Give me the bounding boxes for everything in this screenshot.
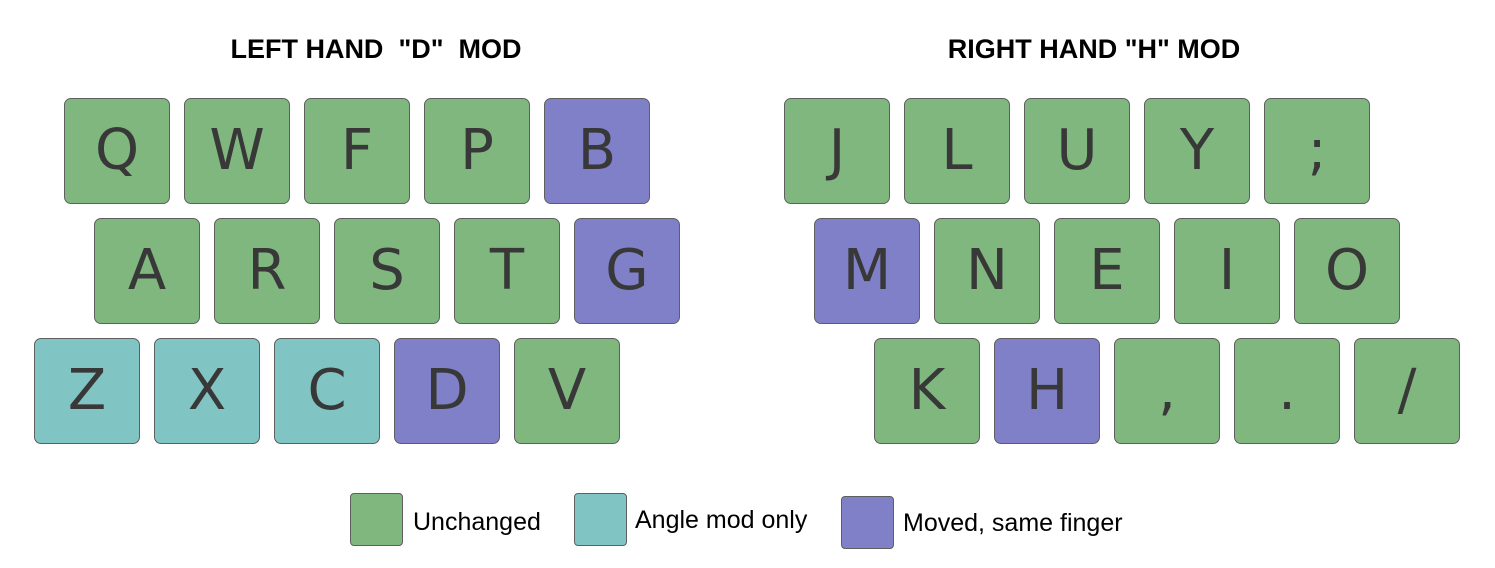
legend-swatch-angle-mod-only (574, 493, 627, 546)
key-w: W (184, 98, 290, 204)
key-d: D (394, 338, 500, 444)
key-b: B (544, 98, 650, 204)
key-s: S (334, 218, 440, 324)
key-e: E (1054, 218, 1160, 324)
key-comma: , (1114, 338, 1220, 444)
key-c: C (274, 338, 380, 444)
legend-swatch-unchanged (350, 493, 403, 546)
key-o: O (1294, 218, 1400, 324)
key-i: I (1174, 218, 1280, 324)
legend-label-moved-same-finger: Moved, same finger (903, 509, 1123, 537)
key-j: J (784, 98, 890, 204)
key-slash: / (1354, 338, 1460, 444)
left-hand-title: LEFT HAND "D" MOD (230, 34, 522, 64)
key-period: . (1234, 338, 1340, 444)
key-r: R (214, 218, 320, 324)
key-v: V (514, 338, 620, 444)
key-l: L (904, 98, 1010, 204)
key-u: U (1024, 98, 1130, 204)
key-g: G (574, 218, 680, 324)
key-t: T (454, 218, 560, 324)
key-a: A (94, 218, 200, 324)
key-m: M (814, 218, 920, 324)
legend-label-angle-mod-only: Angle mod only (635, 506, 808, 534)
key-p: P (424, 98, 530, 204)
key-q: Q (64, 98, 170, 204)
right-hand-title: RIGHT HAND "H" MOD (947, 34, 1241, 64)
key-h: H (994, 338, 1100, 444)
legend-label-unchanged: Unchanged (413, 508, 541, 536)
key-x: X (154, 338, 260, 444)
key-semicolon: ; (1264, 98, 1370, 204)
legend-swatch-moved-same-finger (841, 496, 894, 549)
key-f: F (304, 98, 410, 204)
key-k: K (874, 338, 980, 444)
key-z: Z (34, 338, 140, 444)
key-y: Y (1144, 98, 1250, 204)
key-n: N (934, 218, 1040, 324)
